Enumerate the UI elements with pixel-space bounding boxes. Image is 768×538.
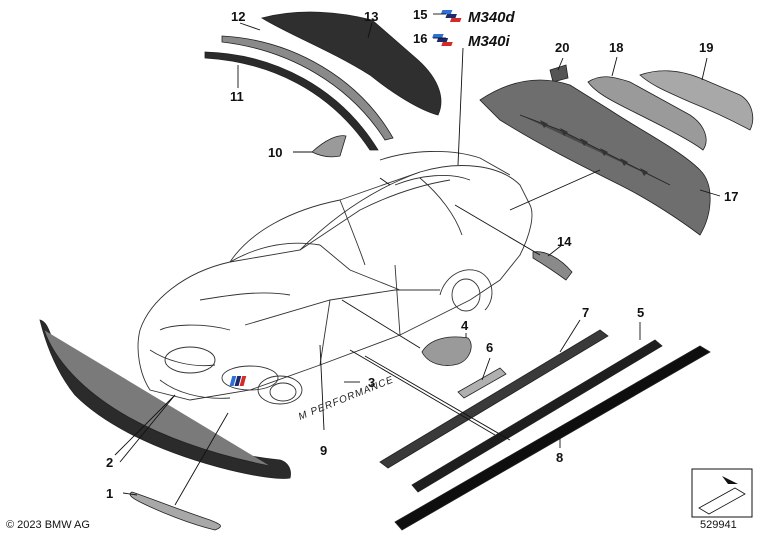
callout-1: 1	[106, 486, 113, 501]
diffuser-trim-19	[639, 70, 754, 131]
callout-8: 8	[556, 450, 563, 465]
callout-4: 4	[461, 318, 469, 333]
leader-lines	[114, 13, 721, 506]
callout-9: 9	[320, 443, 327, 458]
car-outline	[137, 150, 533, 405]
side-decal-8	[394, 345, 711, 531]
callout-13: 13	[364, 9, 378, 24]
roof-spoiler-13	[260, 11, 442, 116]
clip-20	[549, 64, 569, 83]
callout-12: 12	[231, 9, 245, 24]
m340i-emblem: M340i	[432, 33, 511, 50]
copyright-notice: © 2023 BMW AG	[6, 519, 90, 531]
callout-2: 2	[106, 455, 113, 470]
aero-flap-14	[532, 251, 573, 281]
callout-18: 18	[609, 40, 623, 55]
arrow-head-icon	[722, 476, 738, 484]
rear-diffuser-17	[479, 79, 711, 236]
mirror-cap-4	[421, 336, 472, 366]
reference-box	[691, 468, 753, 518]
diagram-id: 529941	[700, 519, 737, 531]
callout-6: 6	[486, 340, 493, 355]
callout-5: 5	[637, 305, 644, 320]
reference-arrow-icon	[698, 487, 746, 515]
callout-11: 11	[230, 89, 244, 104]
door-sill-6	[457, 367, 507, 399]
front-splitter-2	[39, 319, 291, 479]
callout-15: 15	[413, 7, 427, 22]
callout-14: 14	[557, 234, 572, 249]
callout-10: 10	[268, 145, 282, 160]
mirror-trim-10	[311, 135, 347, 158]
callout-7: 7	[582, 305, 589, 320]
rear-spoiler-group	[204, 11, 442, 151]
m340d-label: M340d	[468, 9, 516, 26]
callout-3: 3	[368, 375, 375, 390]
callout-16: 16	[413, 31, 427, 46]
spoiler-lip-12	[221, 35, 394, 141]
spoiler-lip-11	[204, 51, 379, 151]
side-skirt-7	[379, 329, 609, 469]
callout-17: 17	[724, 189, 738, 204]
m340d-emblem: M340d	[440, 9, 516, 26]
m340i-label: M340i	[468, 33, 511, 50]
callout-labels: 1 2 3 4 5 6 7 8 9 10 11 12 13 14 15 16 1…	[106, 7, 738, 501]
side-skirt-5	[411, 339, 663, 493]
front-lip-1	[129, 491, 221, 531]
callout-20: 20	[555, 40, 569, 55]
m-badge-3	[229, 376, 247, 386]
diffuser-trim-18	[587, 76, 707, 151]
callout-19: 19	[699, 40, 713, 55]
